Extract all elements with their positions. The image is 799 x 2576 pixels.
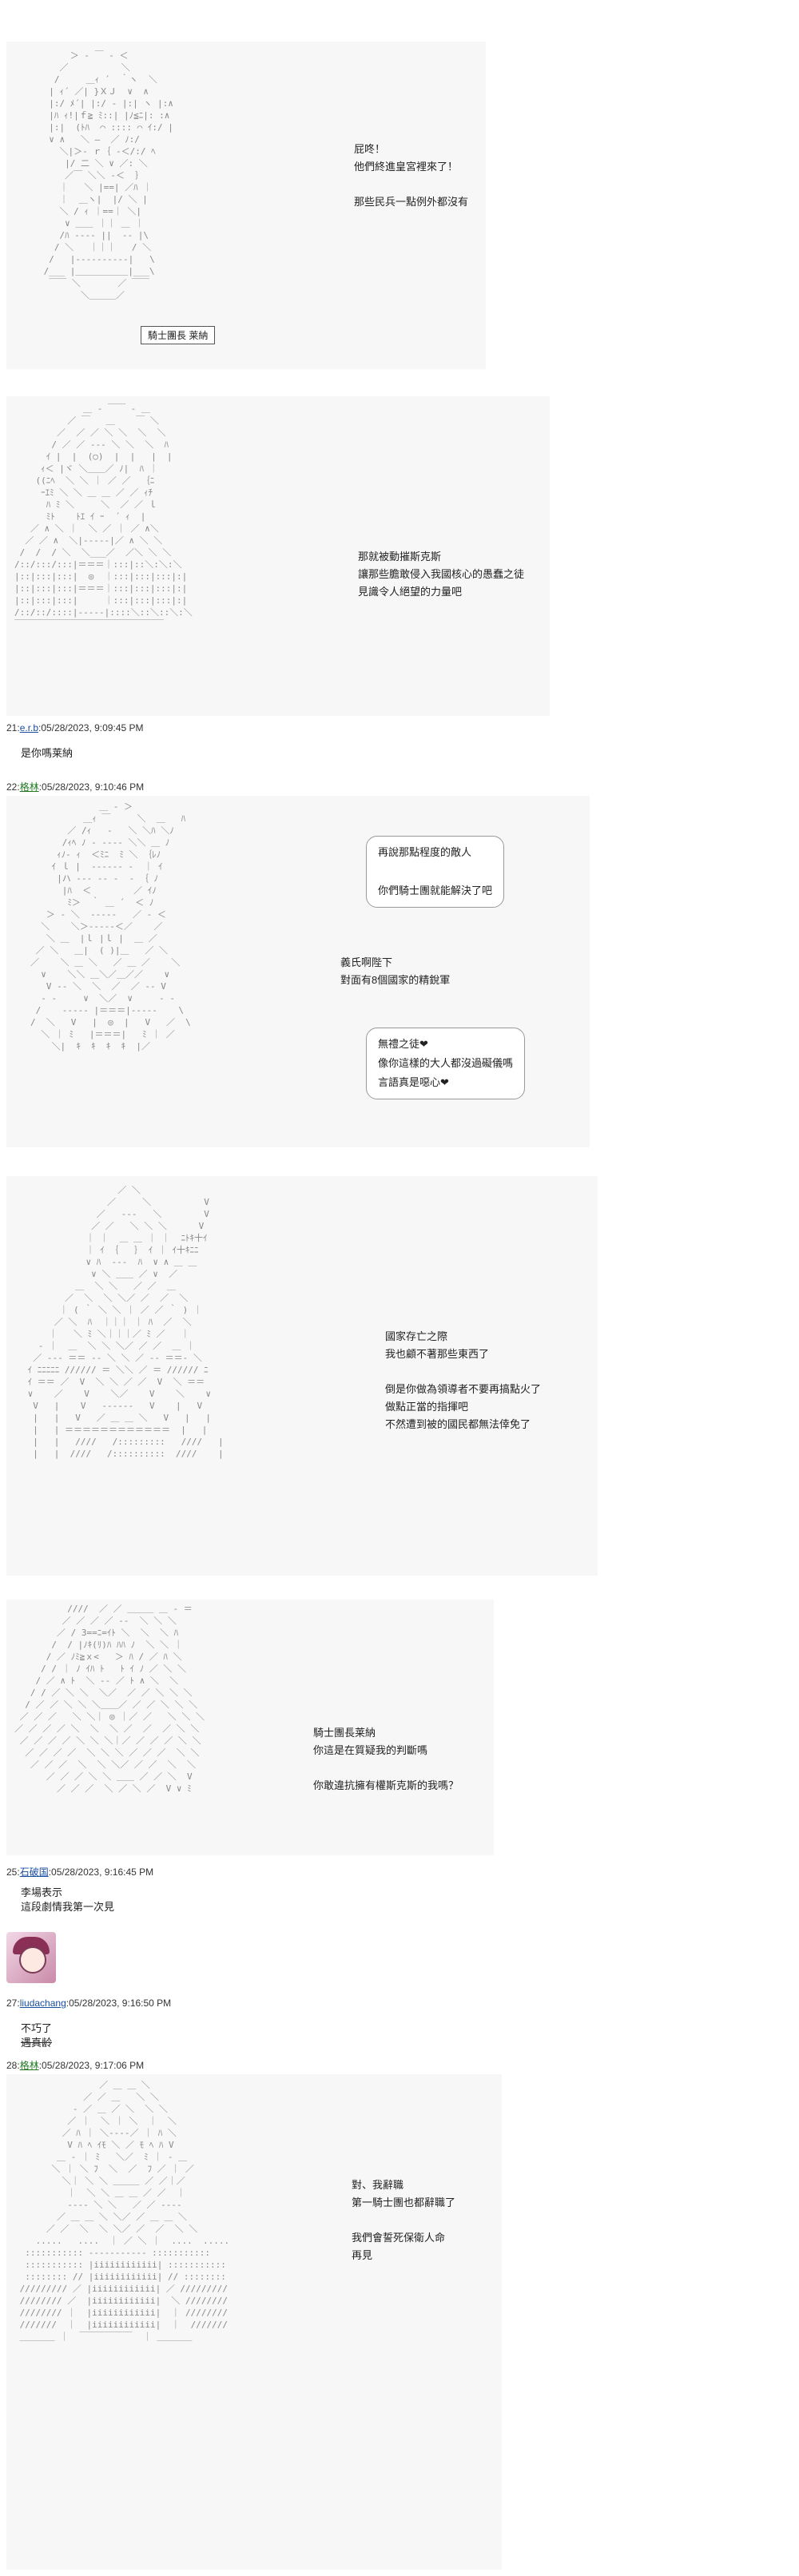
username-link[interactable]: 石破国 bbox=[19, 1866, 49, 1878]
dialog-text: 屁咚！ 他們終進皇宮裡來了！ 那些民兵一點例外都沒有 bbox=[354, 143, 469, 208]
dialog-text: 對、我辭職 第一騎士團也都辭職了 我們會誓死保衛人命 再見 bbox=[352, 2179, 456, 2261]
dialog-text: 國家存亡之際 我也顧不著那些東西了 倒是你做為領導者不要再搞點火了 做點正當的指… bbox=[385, 1330, 542, 1430]
post-text-27: 不巧了 遇真龄 bbox=[21, 2022, 53, 2049]
aa-panel-5: //// ／ ／ ＿＿＿ ＿ ‐ ＝ ／ ／ ／ ／ ‐‐ ＼ ＼ ＼ ／ / … bbox=[6, 1600, 494, 1855]
post-text-25: 李場表示 這段劇情我第一次見 bbox=[21, 1886, 115, 1913]
aa-panel-4: ／ ＼ ／ ＼ V ／ ‐‐‐ ＼ V ／ ／ ＼ ＼ ＼ V ｜ ｜ ＿ ＿ … bbox=[6, 1176, 598, 1576]
post-header-22: 22:格林:05/28/2023, 9:10:46 PM bbox=[6, 781, 145, 793]
ascii-art-figure: ／ ＿ ＿ ＼ ／ ／ ＿ ＼ ＼ ‐ ／ ＿ ／ ＼ ＼ ＼ ／ ｜ ＼ ｜ … bbox=[19, 2080, 230, 2342]
ascii-art-figure: ＞ ‐ ￣ ‐ ＜ ／ ＼ / ＿ｨ ´ ｀ヽ ＼ | ｨ´ ／| }ＸＪ ∨ … bbox=[43, 50, 173, 300]
nameplate: 騎士團長 莱納 bbox=[141, 326, 216, 344]
ascii-art-figure: ＿ ‐ ￣￣ ‐ ＿ ／ ￣ ＿ ￣ ＼ ／ ／ ／ ＼ ＼ ＼ ＼ / ／ ／… bbox=[14, 403, 193, 630]
dialog-text: 義氏啊陛下 對面有8個國家的精銳軍 bbox=[340, 956, 451, 986]
ascii-art-figure: ／ ＼ ／ ＼ V ／ ‐‐‐ ＼ V ／ ／ ＼ ＼ ＼ V ｜ ｜ ＿ ＿ … bbox=[27, 1185, 224, 1459]
post-text-21: 是你嗎莱納 bbox=[21, 747, 74, 759]
post-header-21: 21:e.r.b:05/28/2023, 9:09:45 PM bbox=[6, 722, 144, 733]
avatar-image bbox=[6, 1932, 56, 1983]
username-link[interactable]: e.r.b bbox=[19, 722, 39, 733]
post-header-28: 28:格林:05/28/2023, 9:17:06 PM bbox=[6, 2060, 145, 2071]
aa-panel-6: ／ ＿ ＿ ＼ ／ ／ ＿ ＼ ＼ ‐ ／ ＿ ／ ＼ ＼ ＼ ／ ｜ ＼ ｜ … bbox=[6, 2074, 502, 2570]
ascii-art-figure: ＿ ‐ ＞ ＿ｨ ￣ ＼ ＿ ﾊ ／ /ｨ ‐ ＼ ＼ﾊ ＼ﾉ /ｨﾍ ﾉ ‐ … bbox=[30, 801, 191, 1051]
dialog-text: 那就被動摧斯克斯 讓那些膽敢侵入我國核心的愚蠢之徒 見識令人絕望的力量吧 bbox=[358, 551, 525, 598]
username-link[interactable]: 格林 bbox=[19, 781, 39, 793]
speech-bubble: 無禮之徒❤ 像你這樣的大人都沒過礙儀嗎 言語真是噁心❤ bbox=[366, 1028, 526, 1099]
speech-bubble: 再說那點程度的敵人 你們騎士團就能解決了吧 bbox=[366, 836, 505, 908]
username-link[interactable]: 格林 bbox=[19, 2060, 39, 2071]
aa-panel-3: ＿ ‐ ＞ ＿ｨ ￣ ＼ ＿ ﾊ ／ /ｨ ‐ ＼ ＼ﾊ ＼ﾉ /ｨﾍ ﾉ ‐ … bbox=[6, 796, 590, 1147]
post-header-27: 27:liudachang:05/28/2023, 9:16:50 PM bbox=[6, 1998, 172, 2009]
aa-panel-2: ＿ ‐ ￣￣ ‐ ＿ ／ ￣ ＿ ￣ ＼ ／ ／ ／ ＼ ＼ ＼ ＼ / ／ ／… bbox=[6, 396, 550, 716]
dialog-text: 騎士團長莱納 你這是在質疑我的判斷嗎 你敢違抗擁有權斯克斯的我嗎？ bbox=[313, 1727, 459, 1791]
aa-panel-1: ＞ ‐ ￣ ‐ ＜ ／ ＼ / ＿ｨ ´ ｀ヽ ＼ | ｨ´ ／| }ＸＪ ∨ … bbox=[6, 42, 486, 369]
ascii-art-figure: //// ／ ／ ＿＿＿ ＿ ‐ ＝ ／ ／ ／ ／ ‐‐ ＼ ＼ ＼ ／ / … bbox=[14, 1604, 205, 1794]
post-header-25: 25:石破国:05/28/2023, 9:16:45 PM bbox=[6, 1866, 154, 1878]
username-link[interactable]: liudachang bbox=[19, 1998, 66, 2009]
